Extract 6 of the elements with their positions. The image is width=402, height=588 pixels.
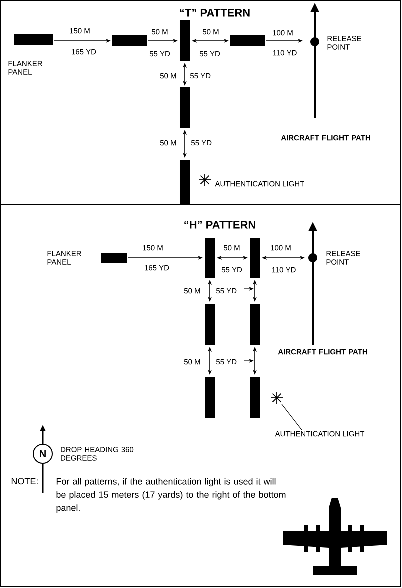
note-text: For all patterns, if the authentication light is used it will be placed 15 meters (17 yards) to the right of the bottom panel. (56, 478, 286, 513)
pattern-title: “T” PATTERN (180, 9, 250, 17)
star-symbol (270, 392, 284, 404)
leader-line (282, 404, 302, 430)
pattern-title: “H” PATTERN (184, 221, 256, 229)
note-label: NOTE: (12, 478, 38, 485)
